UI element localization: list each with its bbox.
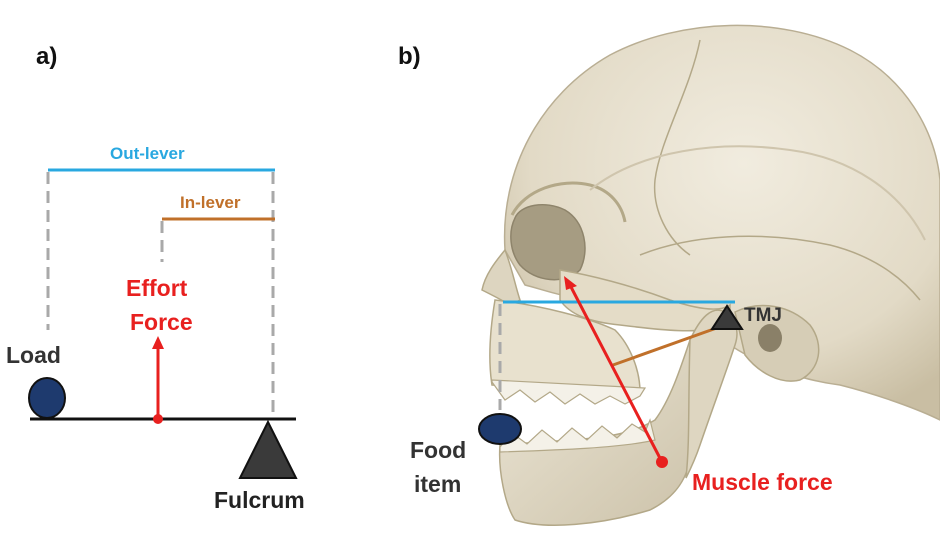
tmj-label: TMJ (744, 306, 782, 327)
effort-label-line1: Effort (126, 276, 187, 301)
load-ball (29, 378, 65, 418)
load-label: Load (6, 343, 61, 368)
out-lever-label: Out-lever (110, 145, 185, 164)
skull-illustration (482, 25, 940, 525)
effort-arrow-head (152, 336, 164, 349)
muscle-force-label: Muscle force (692, 470, 833, 495)
panel-b-letter: b) (398, 44, 421, 70)
panel-a-letter: a) (36, 44, 57, 70)
effort-point (153, 414, 163, 424)
in-lever-label: In-lever (180, 194, 240, 213)
fulcrum-triangle (240, 422, 296, 478)
fulcrum-label: Fulcrum (214, 488, 305, 513)
muscle-insertion-point (656, 456, 668, 468)
food-label-line2: item (414, 472, 461, 497)
food-item-ball (479, 414, 521, 444)
effort-label-line2: Force (130, 310, 193, 335)
food-label-line1: Food (410, 438, 466, 463)
ear-canal (758, 324, 782, 352)
